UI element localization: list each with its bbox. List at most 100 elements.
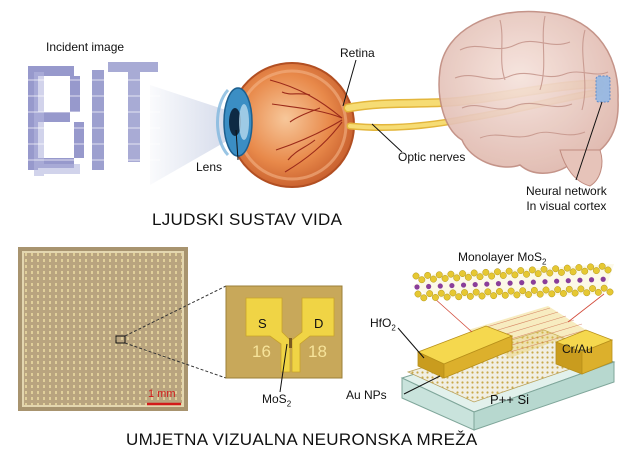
sulfur-atom [490, 292, 496, 298]
mos2-label: MoS2 [262, 392, 291, 408]
sulfur-atom [595, 289, 601, 295]
sulfur-atom [549, 291, 555, 297]
sulfur-atom [582, 268, 588, 274]
sulfur-atom [506, 268, 512, 274]
sulfur-atom [593, 267, 599, 273]
sulfur-atom [560, 290, 566, 296]
sulfur-atom [488, 273, 494, 279]
sulfur-atom [514, 292, 520, 298]
sulfur-atom [479, 293, 485, 299]
sulfur-atom [438, 290, 444, 296]
molybdenum-atom [473, 282, 478, 287]
neural-network-line1: Neural network [526, 184, 607, 199]
sulfur-atom [456, 294, 462, 300]
sulfur-atom [459, 270, 465, 276]
sulfur-atom [426, 290, 432, 296]
scale-bar-label: 1 mm [148, 388, 176, 400]
drain-label: D [314, 316, 323, 331]
molybdenum-atom [601, 277, 606, 282]
eye-illustration [218, 63, 355, 187]
top-caption: LJUDSKI SUSTAV VIDA [152, 210, 342, 230]
sulfur-atom [485, 289, 491, 295]
molybdenum-atom [426, 284, 431, 289]
molybdenum-atom [519, 280, 524, 285]
chip-photo [18, 247, 188, 411]
sulfur-atom [512, 272, 518, 278]
neural-network-line2: In visual cortex [526, 199, 607, 214]
sulfur-atom [508, 288, 514, 294]
sulfur-atom [500, 272, 506, 278]
device-3d-schematic [402, 294, 614, 430]
optic-nerves-label: Optic nerves [398, 150, 465, 164]
sulfur-atom [477, 273, 483, 279]
substrate-label: P++ Si [490, 392, 529, 407]
sulfur-atom [494, 269, 500, 275]
molybdenum-atom [496, 281, 501, 286]
sulfur-atom [601, 285, 607, 291]
sulfur-atom [436, 272, 442, 278]
mos2-channel [289, 338, 292, 348]
sulfur-atom [578, 286, 584, 292]
hfo2-sub: 2 [391, 323, 395, 332]
sulfur-atom [552, 266, 558, 272]
sulfur-atom [541, 266, 547, 272]
molybdenum-atom [461, 282, 466, 287]
sulfur-atom [570, 269, 576, 275]
sulfur-atom [584, 290, 590, 296]
sulfur-atom [454, 275, 460, 281]
molybdenum-atom [507, 281, 512, 286]
incident-image-label: Incident image [46, 40, 124, 54]
sulfur-atom [496, 288, 502, 294]
sulfur-atom [605, 267, 611, 273]
sulfur-atom [448, 271, 454, 277]
neural-network-label: Neural network In visual cortex [526, 184, 607, 214]
sulfur-atom [547, 270, 553, 276]
molybdenum-atom [414, 284, 419, 289]
molybdenum-atom [542, 279, 547, 284]
brain-illustration [439, 12, 618, 186]
retina-label: Retina [340, 46, 375, 60]
sulfur-atom [587, 264, 593, 270]
sulfur-atom [525, 291, 531, 297]
au-nps-label: Au NPs [346, 388, 387, 402]
sulfur-atom [531, 287, 537, 293]
sulfur-atom [467, 293, 473, 299]
sulfur-atom [572, 290, 578, 296]
sulfur-atom [502, 292, 508, 298]
sulfur-atom [450, 290, 456, 296]
sulfur-atom [442, 275, 448, 281]
bottom-caption: UMJETNA VIZUALNA NEURONSKA MREŽA [126, 430, 478, 450]
molybdenum-atom [438, 283, 443, 288]
molybdenum-atom [484, 281, 489, 286]
sulfur-atom [483, 269, 489, 275]
sulfur-atom [523, 271, 529, 277]
mos2-sub: 2 [287, 399, 291, 408]
hfo2-pointer [398, 328, 424, 358]
sulfur-atom [529, 267, 535, 273]
device-number-left: 16 [252, 342, 271, 362]
molybdenum-atom [554, 279, 559, 284]
sulfur-atom [564, 265, 570, 271]
molybdenum-atom [566, 278, 571, 283]
sulfur-atom [589, 285, 595, 291]
visual-cortex-highlight [596, 76, 610, 102]
sulfur-atom [518, 267, 524, 273]
molybdenum-atom [577, 278, 582, 283]
molybdenum-atom [531, 280, 536, 285]
lens-shape [239, 104, 249, 140]
sulfur-atom [599, 263, 605, 269]
sulfur-atom [566, 286, 572, 292]
sulfur-atom [558, 269, 564, 275]
cr-au-label: Cr/Au [562, 342, 593, 356]
sulfur-atom [419, 276, 425, 282]
letter-i [92, 70, 104, 170]
sulfur-atom [543, 287, 549, 293]
molybdenum-atom [589, 277, 594, 282]
monolayer-text: Monolayer MoS [458, 250, 542, 264]
sulfur-atom [430, 276, 436, 282]
sulfur-atom [607, 289, 613, 295]
hfo2-label: HfO2 [370, 316, 396, 332]
sulfur-atom [576, 264, 582, 270]
device-number-right: 18 [308, 342, 327, 362]
